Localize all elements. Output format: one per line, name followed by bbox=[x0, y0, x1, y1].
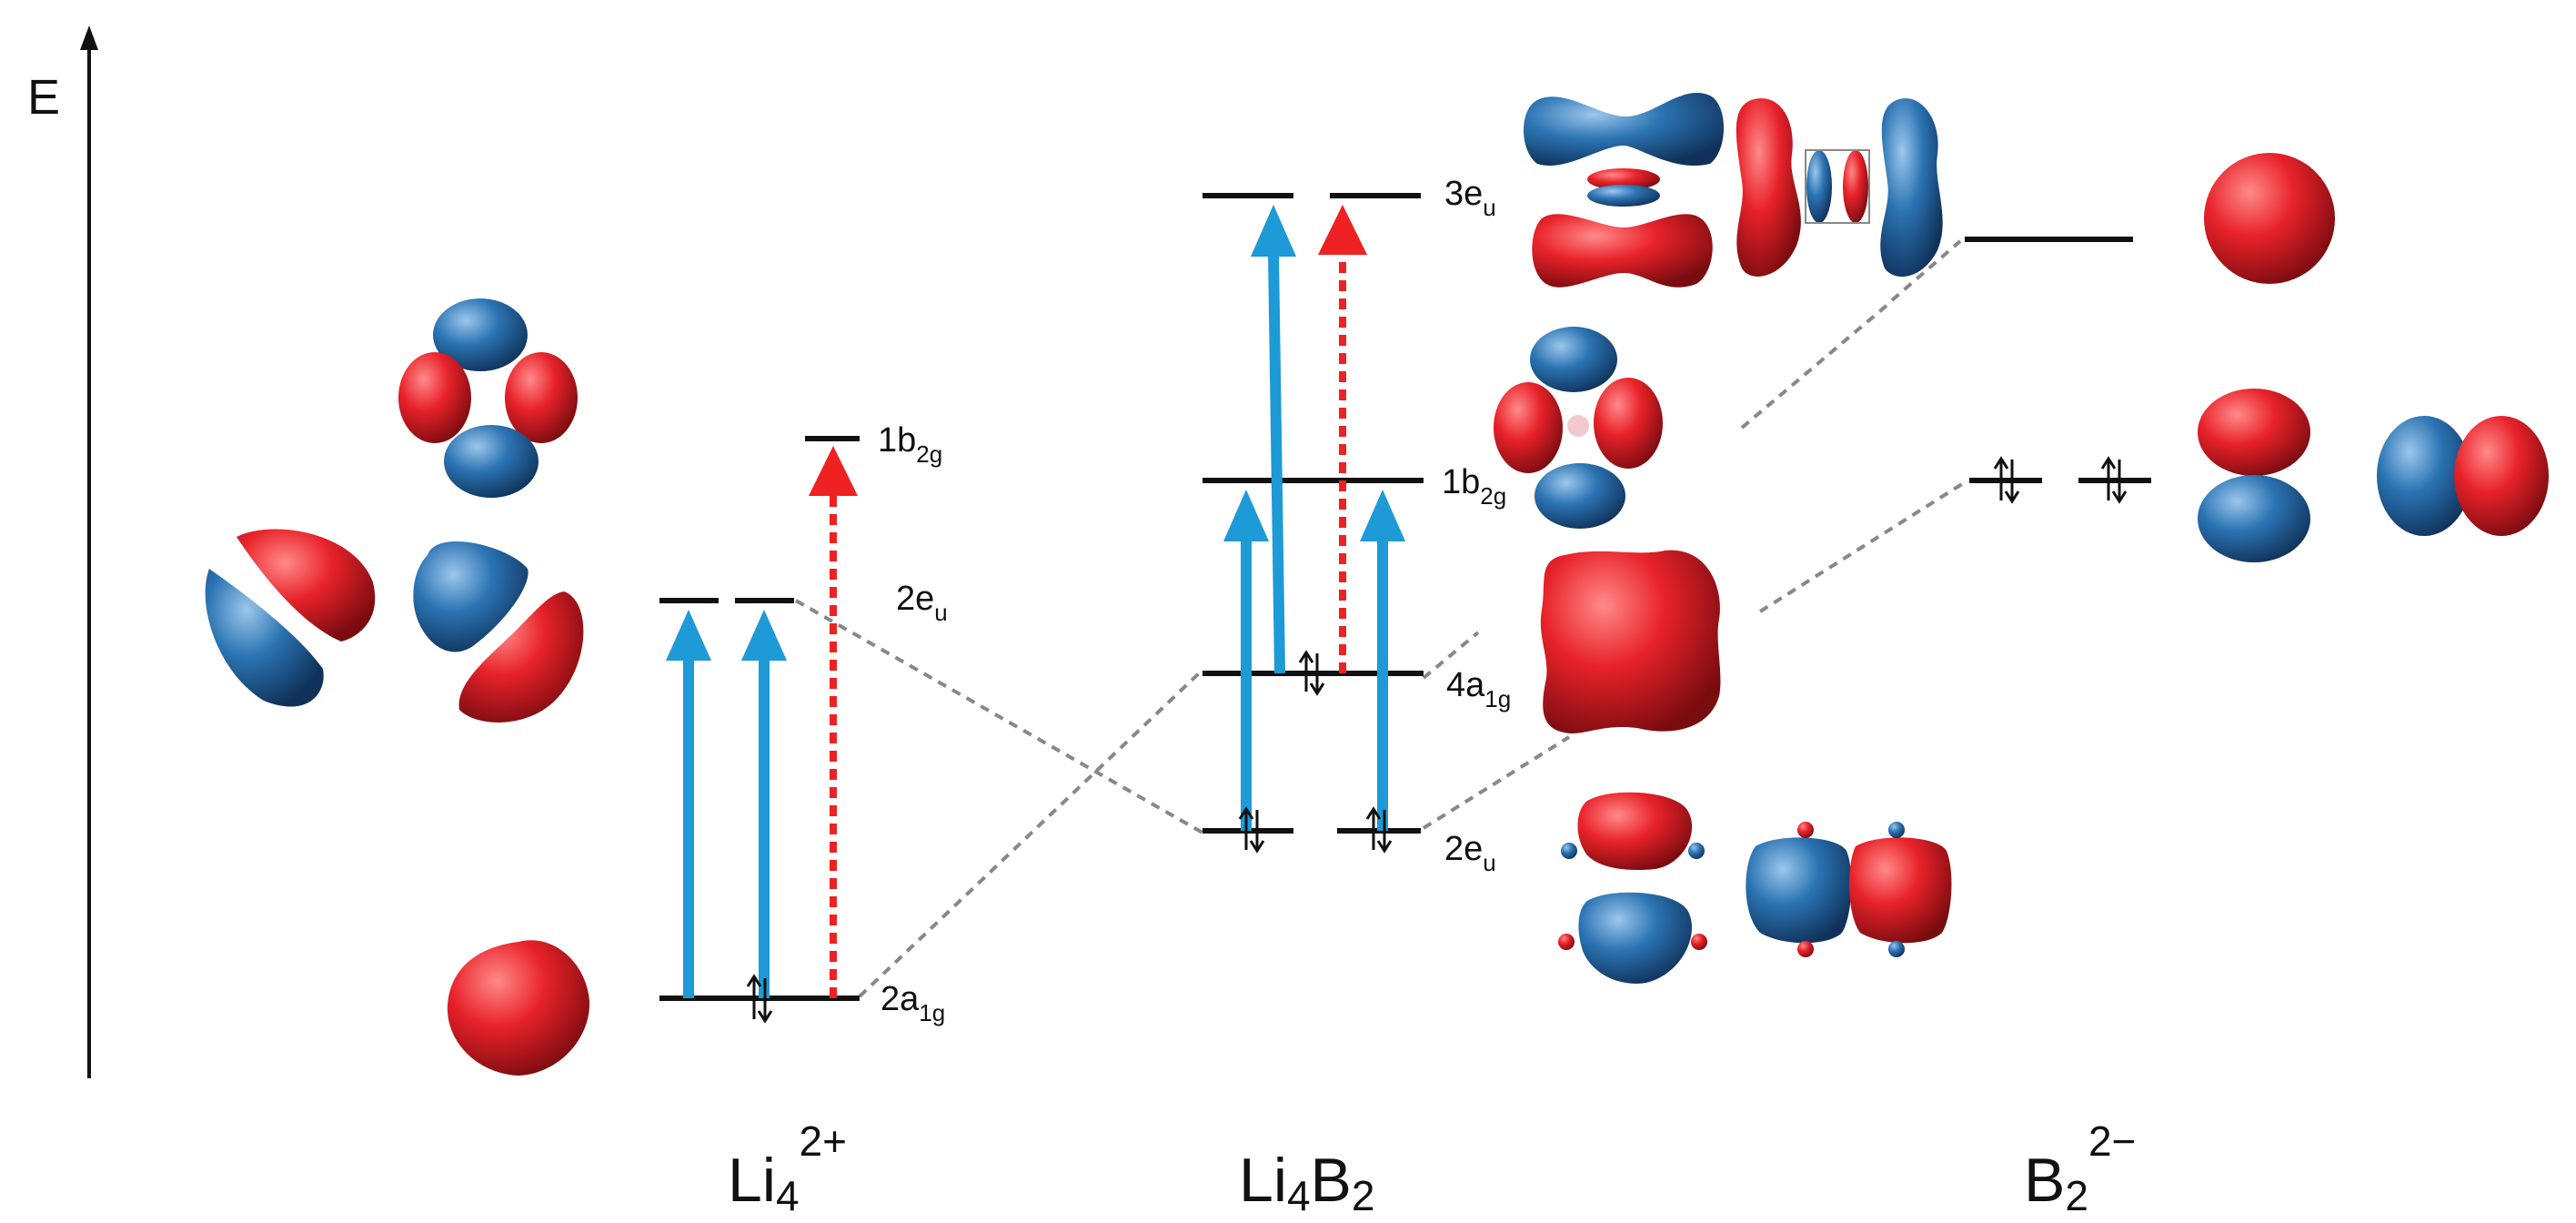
b2-upper-orbital bbox=[2204, 153, 2335, 284]
b2-lower-orbital-1 bbox=[2198, 389, 2310, 562]
b2-levels bbox=[1965, 237, 2151, 483]
li4b2-3eu-orbital-2 bbox=[1736, 98, 1943, 278]
molecule-label-li4-dication: Li42+ bbox=[728, 1117, 847, 1219]
molecule-label-b2-dianion: B22− bbox=[2024, 1117, 2136, 1219]
li4b2-2eu-orbital-1 bbox=[1558, 792, 1707, 984]
energy-axis bbox=[80, 25, 98, 1078]
li4b2-transitions bbox=[1223, 205, 1405, 831]
li4b2-3eu-label: 3eu bbox=[1444, 175, 1496, 221]
energy-axis-label: E bbox=[27, 70, 60, 125]
li4-2a1g-electrons bbox=[746, 974, 773, 1024]
li4b2-1b2g-label: 1b2g bbox=[1442, 463, 1506, 510]
li4b2-4a1g-label: 4a1g bbox=[1446, 666, 1511, 713]
li4b2-electrons bbox=[1238, 650, 1393, 854]
li4-1b2g-label: 1b2g bbox=[878, 421, 942, 468]
li4-1b2g-orbital bbox=[398, 298, 578, 498]
li4-2a1g-orbital bbox=[447, 940, 590, 1076]
correlation-lines bbox=[795, 239, 1967, 998]
molecule-label-li4b2: Li4B2 bbox=[1239, 1146, 1374, 1219]
li4-transitions bbox=[666, 446, 858, 998]
b2-lower-orbital-2 bbox=[2377, 416, 2549, 536]
li4-2eu-orbital-1 bbox=[205, 529, 376, 707]
li4b2-2eu-orbital-2 bbox=[1746, 822, 1952, 957]
b2-electrons bbox=[1993, 456, 2128, 504]
li4-2eu-orbital-2 bbox=[413, 541, 584, 723]
li4b2-2eu-label: 2eu bbox=[1444, 830, 1496, 876]
li4b2-3eu-orbital-1 bbox=[1524, 93, 1724, 288]
li4b2-4a1g-orbital bbox=[1540, 550, 1721, 734]
li4b2-1b2g-orbital bbox=[1494, 327, 1663, 529]
li4-2eu-label: 2eu bbox=[896, 580, 948, 626]
li4-2a1g-label: 2a1g bbox=[880, 980, 945, 1026]
